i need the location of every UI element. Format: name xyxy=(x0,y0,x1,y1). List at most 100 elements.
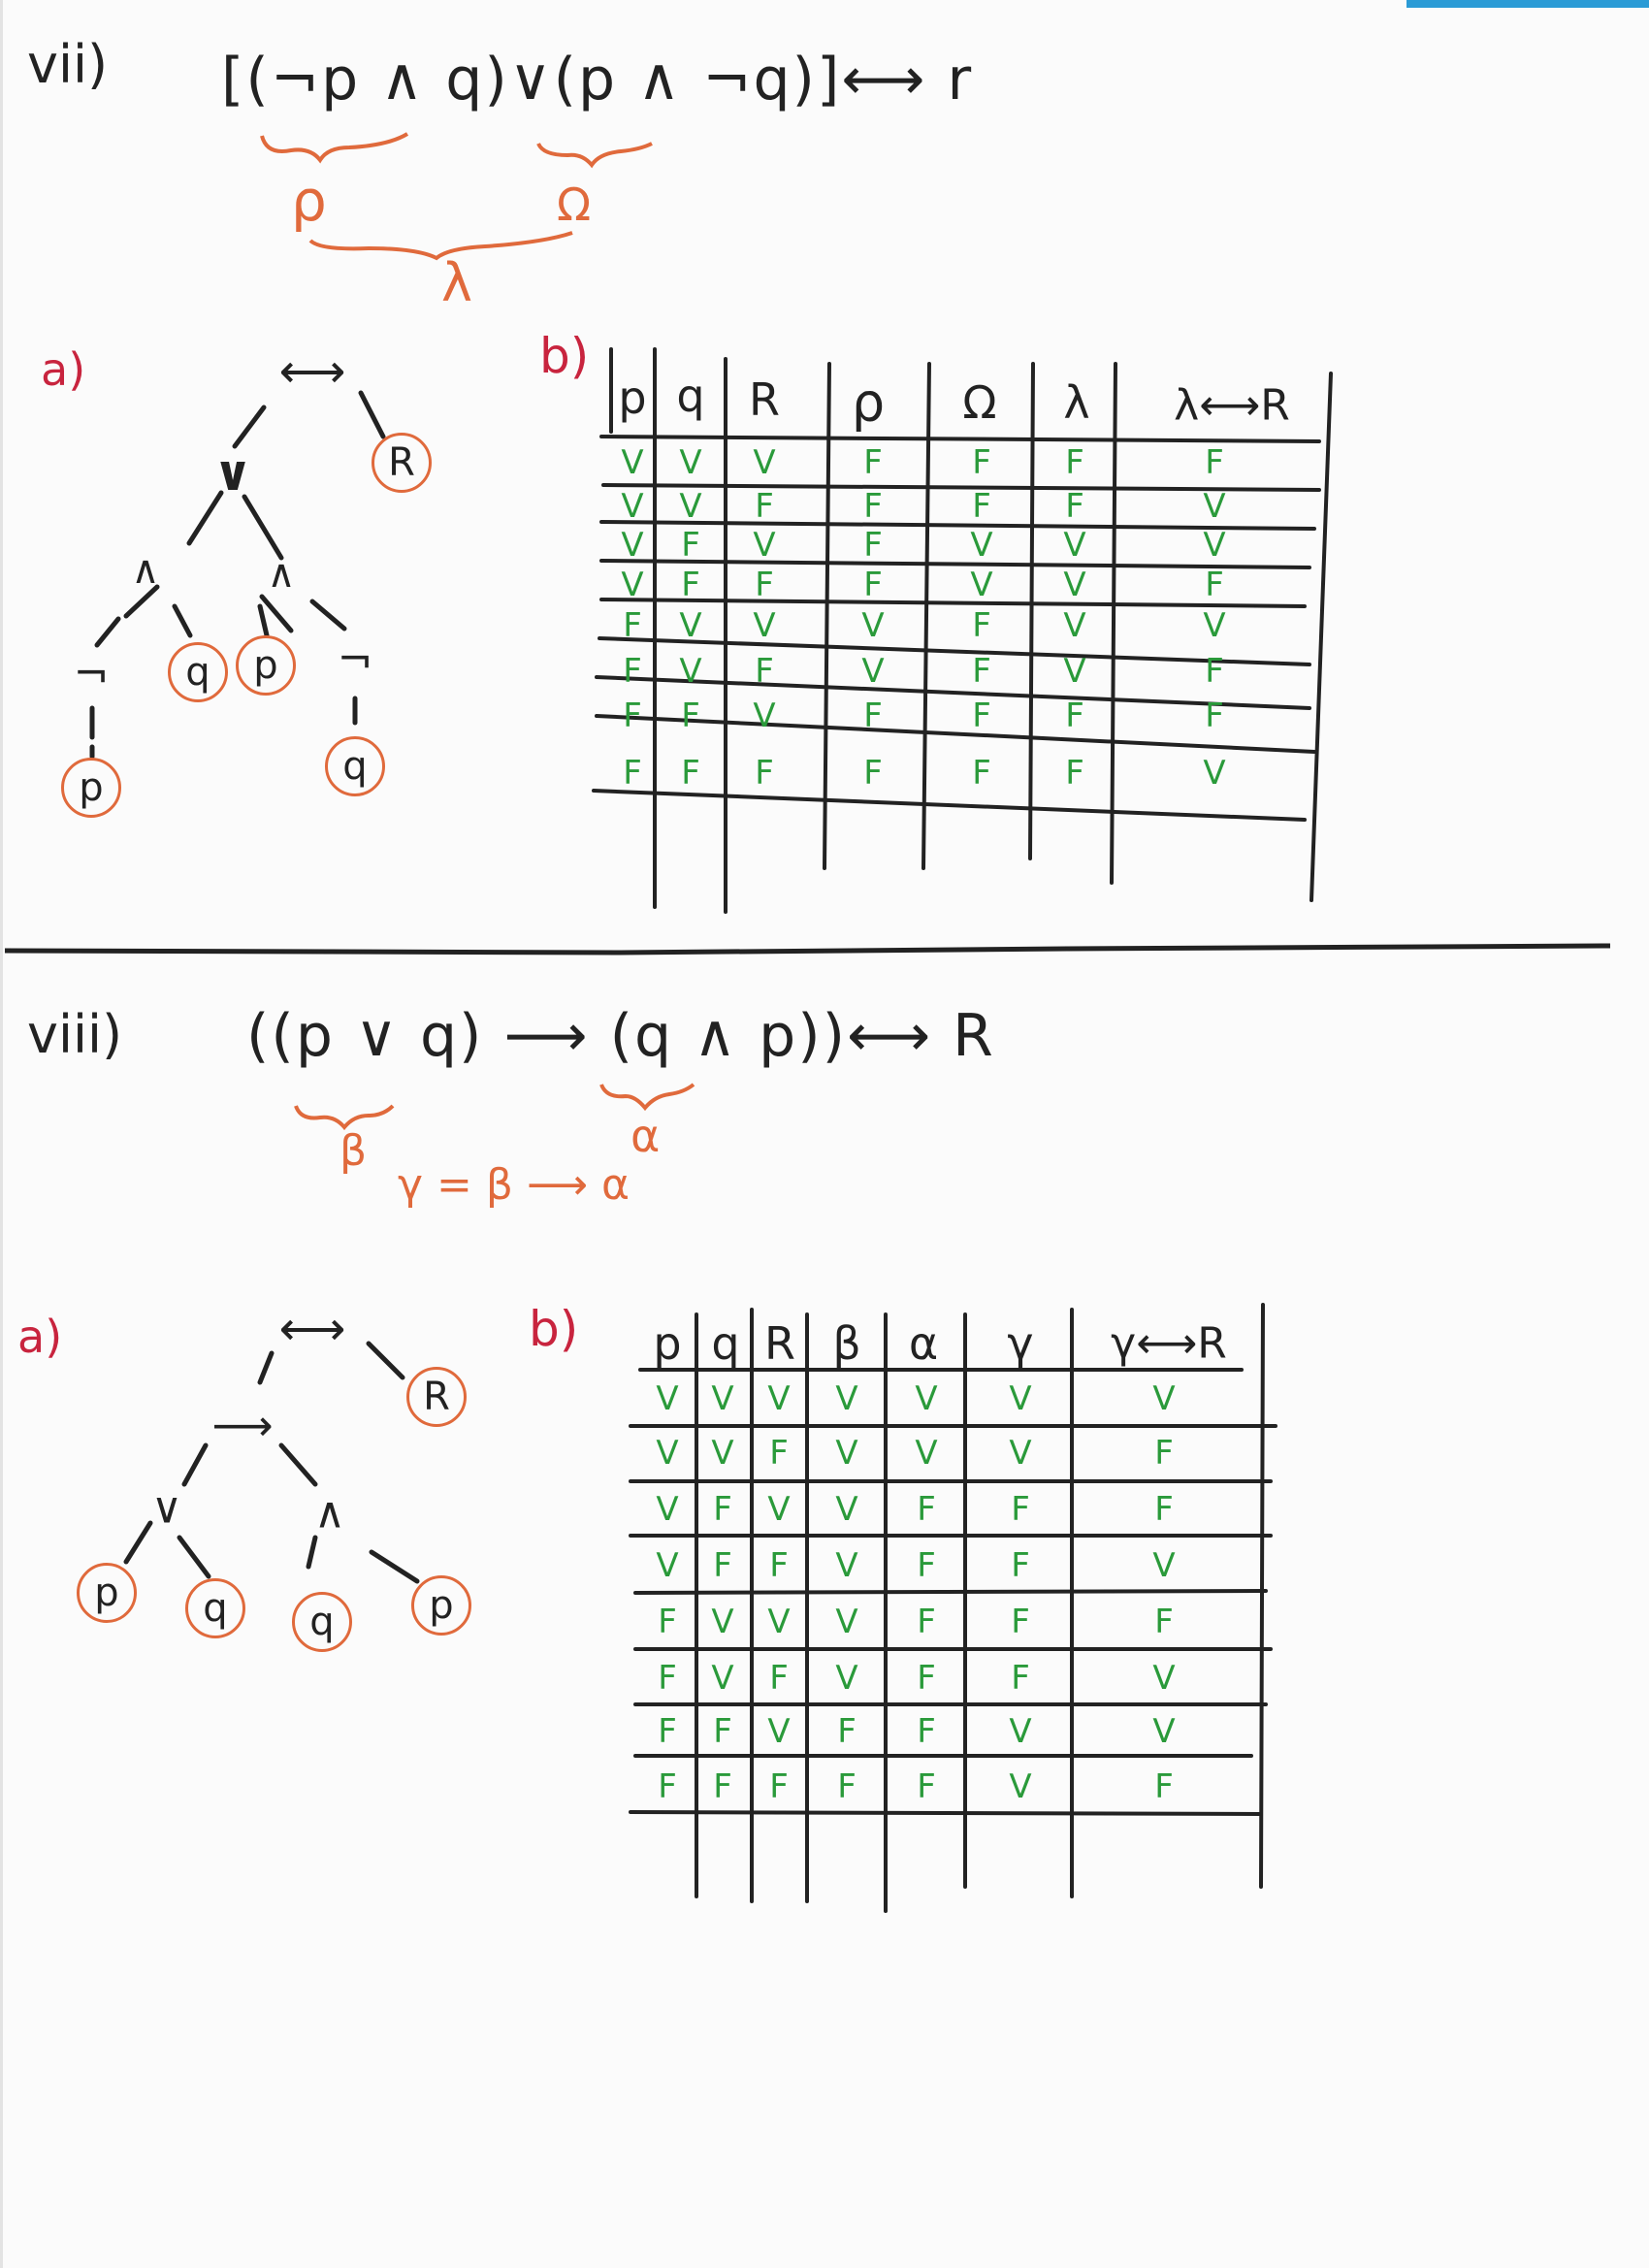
table-cell: F xyxy=(1065,487,1084,526)
table-cell: V xyxy=(835,1659,858,1698)
table-cell: F xyxy=(1011,1490,1030,1529)
table-cell: F xyxy=(1154,1434,1174,1473)
table-cell: V xyxy=(861,606,885,645)
table-cell: V xyxy=(835,1379,858,1418)
table-cell: F xyxy=(769,1659,789,1698)
column-header: Ω xyxy=(962,376,997,429)
tree-leaf-p: p xyxy=(77,1563,137,1623)
table-cell: V xyxy=(711,1379,734,1418)
tree-leaf-q: q xyxy=(292,1592,352,1652)
table-cell: V xyxy=(915,1379,938,1418)
table-cell: V xyxy=(1152,1712,1176,1751)
table-cell: F xyxy=(972,652,991,691)
table-cell: F xyxy=(1154,1490,1174,1529)
table-cell: F xyxy=(863,443,883,482)
table-cell: V xyxy=(1203,526,1226,565)
table-cell: V xyxy=(621,443,644,482)
table-cell: F xyxy=(1205,652,1224,691)
table-cell: V xyxy=(753,697,776,735)
annot-omega: Ω xyxy=(557,178,592,231)
table-cell: F xyxy=(681,526,700,565)
tree-node-and-left: ∧ xyxy=(131,548,160,593)
table-cell: V xyxy=(656,1546,679,1585)
table-cell: V xyxy=(621,526,644,565)
table-cell: V xyxy=(1152,1546,1176,1585)
table-cell: F xyxy=(972,487,991,526)
column-header: λ⟷R xyxy=(1174,380,1290,431)
table-cell: F xyxy=(658,1603,677,1641)
table-cell: V xyxy=(970,566,993,604)
table-cell: V xyxy=(835,1603,858,1641)
table-cell: F xyxy=(755,652,774,691)
table-cell: V xyxy=(1203,606,1226,645)
table-cell: F xyxy=(972,754,991,793)
problem-formula: ((p ∨ q) ⟶ (q ∧ p))⟷ R xyxy=(246,1002,995,1070)
part-a-label: a) xyxy=(17,1311,63,1363)
table-cell: F xyxy=(658,1659,677,1698)
table-cell: F xyxy=(623,697,642,735)
column-header: R xyxy=(749,373,780,426)
table-cell: F xyxy=(755,754,774,793)
table-cell: V xyxy=(1203,487,1226,526)
table-cell: F xyxy=(681,566,700,604)
table-cell: V xyxy=(711,1659,734,1698)
table-cell: V xyxy=(1063,566,1086,604)
tree-node-or: ∨ xyxy=(150,1483,183,1534)
problem-formula: [(¬p ∧ q)∨(p ∧ ¬q)]⟷ r xyxy=(221,46,974,113)
table-cell: V xyxy=(656,1490,679,1529)
table-cell: F xyxy=(1205,443,1224,482)
table-cell: V xyxy=(753,526,776,565)
table-cell: F xyxy=(623,754,642,793)
table-cell: V xyxy=(1063,606,1086,645)
table-cell: V xyxy=(679,487,702,526)
table-cell: V xyxy=(621,487,644,526)
table-cell: V xyxy=(835,1490,858,1529)
table-cell: F xyxy=(1065,754,1084,793)
tree-node-and: ∧ xyxy=(313,1488,346,1539)
table-cell: V xyxy=(767,1712,791,1751)
tree-node-or: ∨ xyxy=(212,445,253,502)
tree-node-iff: ⟷ xyxy=(278,1302,346,1356)
table-cell: F xyxy=(713,1546,732,1585)
annot-gamma: γ = β ⟶ α xyxy=(398,1160,630,1210)
table-cell: F xyxy=(837,1712,857,1751)
column-header: β xyxy=(832,1317,861,1370)
table-cell: V xyxy=(1152,1659,1176,1698)
part-b-label: b) xyxy=(529,1301,579,1357)
table-cell: F xyxy=(972,606,991,645)
table-cell: F xyxy=(769,1546,789,1585)
table-cell: V xyxy=(767,1379,791,1418)
table-cell: V xyxy=(679,652,702,691)
column-header: α xyxy=(908,1317,939,1370)
table-cell: V xyxy=(1009,1379,1032,1418)
table-cell: F xyxy=(623,606,642,645)
column-header: R xyxy=(764,1317,795,1370)
table-cell: F xyxy=(1011,1659,1030,1698)
table-cell: F xyxy=(713,1490,732,1529)
annot-alpha: α xyxy=(630,1110,661,1162)
table-cell: V xyxy=(767,1603,791,1641)
table-cell: V xyxy=(1063,526,1086,565)
table-cell: V xyxy=(1203,754,1226,793)
tree-leaf-q: q xyxy=(168,642,228,702)
table-cell: F xyxy=(917,1603,936,1641)
column-header: q xyxy=(676,370,705,422)
annot-lambda: λ xyxy=(441,252,472,313)
column-header: p xyxy=(618,372,647,424)
tree-leaf-r: R xyxy=(372,433,432,493)
table-cell: F xyxy=(863,487,883,526)
table-cell: F xyxy=(755,487,774,526)
table-cell: V xyxy=(915,1434,938,1473)
table-cell: F xyxy=(917,1490,936,1529)
table-cell: F xyxy=(658,1767,677,1806)
table-cell: F xyxy=(658,1712,677,1751)
tree-leaf-r: R xyxy=(406,1367,467,1427)
table-cell: V xyxy=(1152,1379,1176,1418)
page-edge xyxy=(0,0,3,2268)
table-cell: F xyxy=(769,1767,789,1806)
column-header: γ⟷R xyxy=(1111,1318,1227,1369)
